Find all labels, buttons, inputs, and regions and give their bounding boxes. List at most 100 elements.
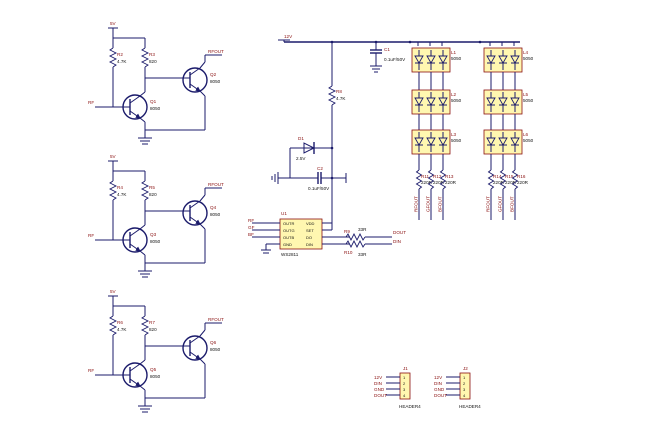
vcc-label: 5V: [110, 154, 117, 159]
led-resistor-ref: R12: [433, 174, 442, 179]
ic-body: [279, 218, 323, 250]
led-resistor-ref: R13: [445, 174, 454, 179]
ic-part: WS2811: [281, 252, 299, 257]
j2-net3: GND: [434, 387, 445, 392]
led-resistor: [439, 169, 447, 190]
r10-ref: R10: [344, 250, 353, 255]
c1-value: 0.1uF/50V: [384, 57, 406, 62]
q-out-ref: Q6: [210, 340, 217, 345]
q-out-value: 8050: [210, 212, 221, 217]
led-resistor-ref: R16: [517, 174, 526, 179]
ic-pin-gnd: GND: [283, 242, 292, 247]
q-out-ref: Q2: [210, 72, 217, 77]
r-coll-ref: R3: [149, 52, 155, 57]
r-bias-value: 4.7K: [117, 59, 127, 64]
led-ref: L1: [451, 50, 457, 55]
j1-net2: DIN: [374, 381, 382, 386]
r9-ref: R9: [344, 229, 350, 234]
led-resistor-value: 220R: [445, 180, 457, 185]
d1-value: 2.5V: [296, 156, 306, 161]
rf-input-label: RF: [88, 233, 94, 238]
led-resistor-value: 220R: [433, 180, 445, 185]
j1-net1: 12V: [374, 375, 383, 380]
r-bias-ref: R2: [117, 52, 123, 57]
led-resistor-value: 220R: [517, 180, 529, 185]
j2-pin4: 4: [463, 393, 466, 398]
led-resistor: [415, 169, 423, 190]
q-in-ref: Q3: [150, 232, 157, 237]
q-in-ref: Q5: [150, 367, 157, 372]
r8-ref: R8: [336, 89, 342, 94]
led-net-label: RFOUT: [486, 196, 491, 212]
ic-net-bf: BF: [248, 232, 254, 237]
c2-value: 0.1uF/50V: [308, 186, 330, 191]
ic-pin-set: SET: [306, 228, 314, 233]
j2-pin2: 2: [463, 381, 466, 386]
led-resistor: [487, 169, 495, 190]
led-resistor-ref: R15: [505, 174, 514, 179]
vcc-label: 5V: [110, 21, 117, 26]
r8-value: 4.7K: [336, 96, 346, 101]
led-resistor: [499, 169, 507, 190]
led-ref: L5: [523, 92, 529, 97]
r-coll-value: 820: [149, 59, 157, 64]
j1-pin3: 3: [403, 387, 406, 392]
ic-pin-vdd: VDD: [306, 221, 315, 226]
led-ref: L6: [523, 132, 529, 137]
ic-pin-do: DO: [306, 235, 312, 240]
driver-stage-2: 5V R4 4.7K R5 820 RF Q3 8050: [88, 154, 224, 278]
q-in-ref: Q1: [150, 99, 157, 104]
q-in-value: 8050: [150, 239, 161, 244]
led-net-label: BFOUT: [438, 196, 443, 212]
j2-name: HEADER4: [459, 404, 481, 409]
j2-ref: J2: [463, 366, 468, 371]
led-resistor-ref: R14: [493, 174, 502, 179]
j2-pin1: 1: [463, 375, 466, 380]
j1-ref: J1: [403, 366, 408, 371]
ic-net-rf: RF: [248, 218, 254, 223]
led-net-label: GFOUT: [426, 196, 431, 212]
led-value: 5050: [523, 138, 534, 143]
led-resistor-value: 220R: [505, 180, 517, 185]
vcc-label: 5V: [110, 289, 117, 294]
q-out-value: 8050: [210, 347, 221, 352]
led-value: 5050: [523, 56, 534, 61]
r-bias-value: 4.7K: [117, 327, 127, 332]
j2-net4: DOUT: [434, 393, 447, 398]
ic-pin-outr: OUTR: [283, 221, 294, 226]
header-j1: J1 1 2 3 4 12V DIN GND DOUT HEADER4: [374, 366, 421, 409]
r-coll-value: 820: [149, 327, 157, 332]
dout-net: DOUT: [393, 230, 406, 235]
rfout-label: RFOUT: [208, 182, 224, 187]
j1-name: HEADER4: [399, 404, 421, 409]
rf-input-label: RF: [88, 100, 94, 105]
led-net-label: BFOUT: [510, 196, 515, 212]
r-coll-value: 820: [149, 192, 157, 197]
ic-ref: U1: [281, 211, 287, 216]
j2-pin3: 3: [463, 387, 466, 392]
j1-pin4: 4: [403, 393, 406, 398]
ic-pin-din: DIN: [306, 242, 313, 247]
r-coll-ref: R5: [149, 185, 155, 190]
j2-net2: DIN: [434, 381, 442, 386]
led-resistor-ref: R11: [421, 174, 430, 179]
j1-pin1: 1: [403, 375, 406, 380]
q-out-ref: Q4: [210, 205, 217, 210]
led-ref: L3: [451, 132, 457, 137]
din-net: DIN: [393, 239, 401, 244]
d1-ref: D1: [298, 136, 304, 141]
c2-ref: C2: [317, 166, 323, 171]
ic-pin-outg: OUTG: [283, 228, 295, 233]
led-value: 5050: [451, 138, 462, 143]
r9-value: 33R: [358, 227, 367, 232]
led-net-label: GFOUT: [498, 196, 503, 212]
header-j2: J2 1 2 3 4 12V DIN GND DOUT HEADER4: [434, 366, 481, 409]
led-resistor-value: 220R: [421, 180, 433, 185]
r-bias-value: 4.7K: [117, 192, 127, 197]
driver-stage-3: 5V R6 4.7K R7 820 RF Q5 8050: [88, 289, 224, 413]
rail-12v-label: 12V: [284, 34, 293, 39]
r-coll-ref: R7: [149, 320, 155, 325]
q-out-value: 8050: [210, 79, 221, 84]
